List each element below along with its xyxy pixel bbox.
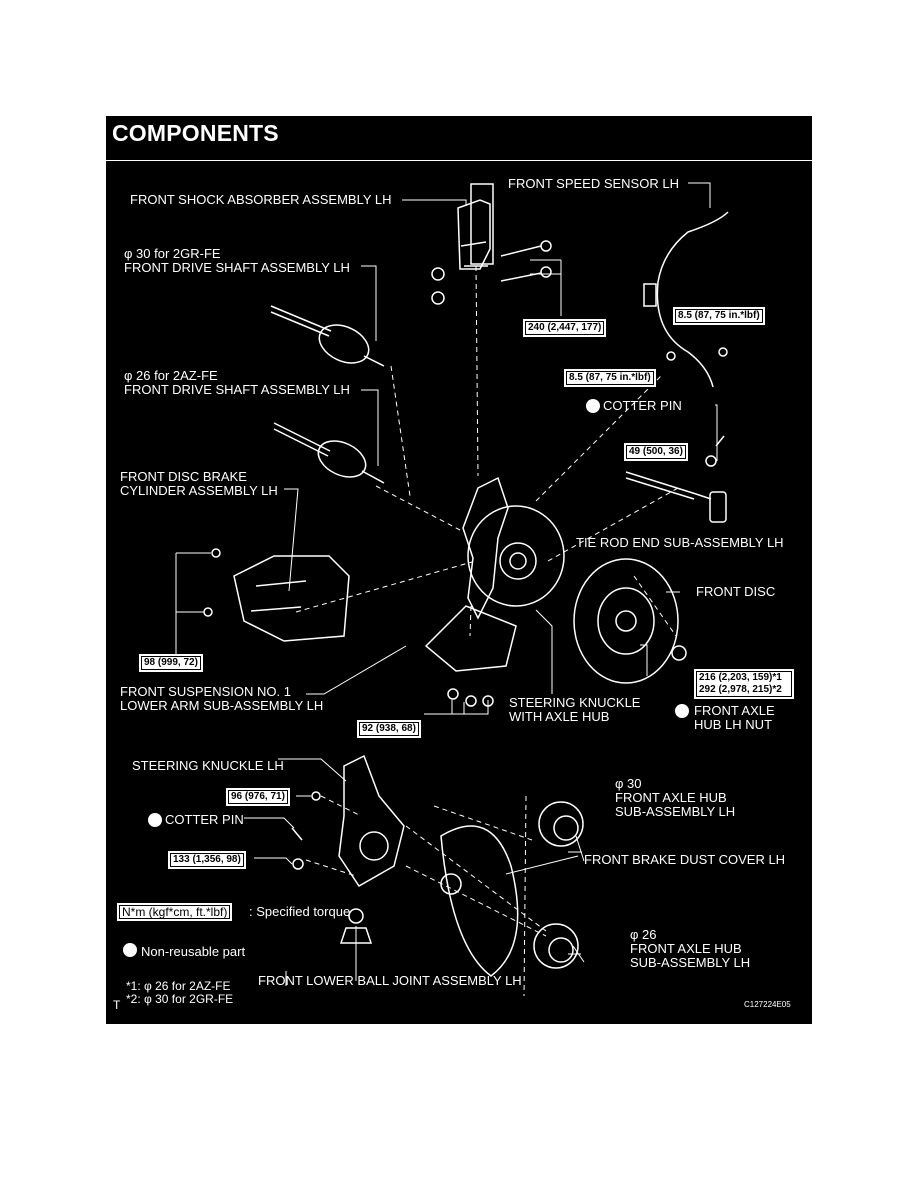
label-hub-26: φ 26 FRONT AXLE HUB SUB-ASSEMBLY LH <box>630 927 751 970</box>
label-ball-joint: FRONT LOWER BALL JOINT ASSEMBLY LH <box>258 973 522 988</box>
dashed-assembly-lines <box>295 265 679 997</box>
label-tie-rod: TIE ROD END SUB-ASSEMBLY LH <box>576 535 784 550</box>
label-front-disc: FRONT DISC <box>696 584 776 599</box>
components-panel: COMPONENTS FRONT SHOCK ABSORBER ASSEMBLY… <box>106 116 812 1024</box>
torque-240: 240 (2,447, 177) <box>523 319 607 337</box>
caliper-drawing <box>203 548 350 642</box>
speed-sensor-drawing <box>643 211 729 388</box>
drive-shaft-drawing <box>270 305 385 484</box>
ball-joint-drawing <box>339 908 373 944</box>
label-knuckle-with-hub: STEERING KNUCKLE WITH AXLE HUB <box>509 695 641 724</box>
tie-rod-drawing <box>625 435 727 523</box>
torque-216-292: 216 (2,203, 159)*1 292 (2,978, 215)*2 <box>694 669 794 699</box>
torque-216: 216 (2,203, 159)*1 <box>699 672 782 683</box>
components-title: COMPONENTS <box>112 120 279 146</box>
label-cotter-pin-lower: COTTER PIN <box>165 812 244 827</box>
label-specified-torque: : Specified torque <box>249 904 351 919</box>
figure-code: C127224E05 <box>744 1000 791 1009</box>
axle-hub-drawing <box>533 801 584 969</box>
torque-292: 292 (2,978, 215)*2 <box>699 684 782 695</box>
label-steering-knuckle: STEERING KNUCKLE LH <box>132 758 284 773</box>
dust-cover-drawing <box>440 825 519 977</box>
torque-98: 98 (999, 72) <box>139 654 203 672</box>
t-mark: T <box>113 998 121 1012</box>
label-hub-30: φ 30 FRONT AXLE HUB SUB-ASSEMBLY LH <box>615 776 736 819</box>
torque-92: 92 (938, 68) <box>357 720 421 738</box>
label-shock-absorber: FRONT SHOCK ABSORBER ASSEMBLY LH <box>130 192 392 207</box>
label-drive-shaft-26: φ 26 for 2AZ-FE FRONT DRIVE SHAFT ASSEMB… <box>124 368 350 397</box>
label-lower-arm: FRONT SUSPENSION NO. 1 LOWER ARM SUB-ASS… <box>120 684 324 713</box>
torque-8-5-lower: 8.5 (87, 75 in.*lbf) <box>564 369 656 387</box>
note-1: *1: φ 26 for 2AZ-FE <box>126 979 231 993</box>
leader-lines <box>175 182 718 986</box>
shock-absorber-drawing <box>431 183 552 305</box>
torque-unit-legend: N*m (kgf*cm, ft.*lbf) <box>117 903 233 921</box>
knuckle-hub-drawing <box>462 476 565 620</box>
label-cotter-pin-upper: COTTER PIN <box>603 398 682 413</box>
torque-8-5-upper: 8.5 (87, 75 in.*lbf) <box>673 307 765 325</box>
torque-133: 133 (1,356, 98) <box>168 851 246 869</box>
steering-knuckle-drawing <box>291 754 405 887</box>
lower-arm-drawing <box>424 605 517 707</box>
front-disc-drawing <box>573 558 687 684</box>
torque-49: 49 (500, 36) <box>624 443 688 461</box>
exploded-view-drawing <box>123 182 729 997</box>
torque-96: 96 (976, 71) <box>226 788 290 806</box>
label-caliper: FRONT DISC BRAKE CYLINDER ASSEMBLY LH <box>120 469 278 498</box>
non-reusable-markers <box>123 399 689 957</box>
label-drive-shaft-30: φ 30 for 2GR-FE FRONT DRIVE SHAFT ASSEMB… <box>124 246 350 275</box>
label-dust-cover: FRONT BRAKE DUST COVER LH <box>584 852 786 867</box>
label-speed-sensor: FRONT SPEED SENSOR LH <box>508 176 679 191</box>
note-2: *2: φ 30 for 2GR-FE <box>126 992 234 1006</box>
title-rule <box>106 160 812 161</box>
label-hub-nut: FRONT AXLE HUB LH NUT <box>694 703 775 732</box>
label-non-reusable: Non-reusable part <box>141 944 246 959</box>
